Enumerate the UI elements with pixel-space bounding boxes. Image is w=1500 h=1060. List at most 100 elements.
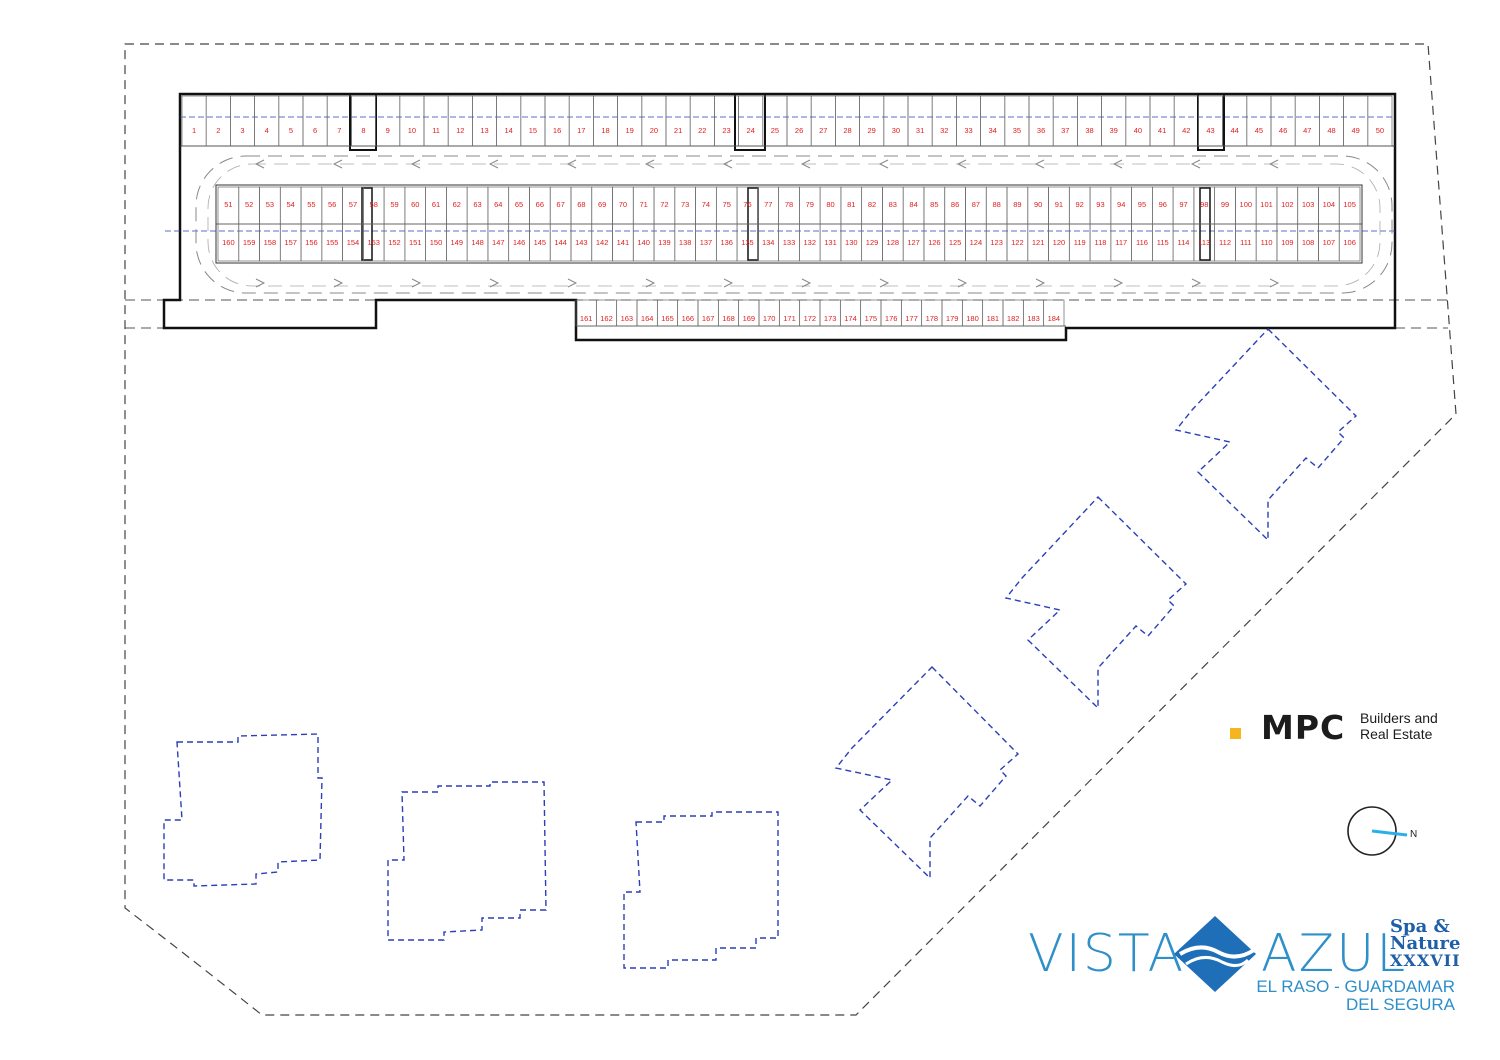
parking-space-number: 158 (264, 238, 277, 247)
wave-diamond-icon (1174, 916, 1256, 992)
mpc-square-icon (1230, 728, 1241, 739)
parking-space (278, 95, 304, 147)
parking-space-number: 57 (349, 200, 357, 209)
parking-space-number: 28 (843, 126, 851, 135)
parking-space-number: 18 (601, 126, 609, 135)
parking-space-number: 177 (905, 314, 918, 323)
parking-space (738, 95, 764, 147)
parking-space-number: 59 (390, 200, 398, 209)
mpc-logo: MPC Builders and Real Estate (1228, 706, 1468, 756)
parking-space (1149, 95, 1175, 147)
parking-space (1052, 95, 1078, 147)
parking-space-number: 143 (575, 238, 588, 247)
mpc-wordmark: MPC (1261, 708, 1346, 747)
direction-arrow-icon (410, 159, 421, 169)
parking-space-number: 178 (926, 314, 939, 323)
parking-space-number: 146 (513, 238, 526, 247)
parking-space-number: 124 (970, 238, 983, 247)
parking-space-number: 164 (641, 314, 654, 323)
parking-space-number: 69 (598, 200, 606, 209)
parking-space (931, 95, 957, 147)
parking-space-number: 112 (1219, 238, 1231, 247)
parking-space-number: 33 (964, 126, 972, 135)
parking-space-number: 173 (824, 314, 837, 323)
parking-space-number: 182 (1007, 314, 1020, 323)
parking-space-number: 127 (907, 238, 920, 247)
location-line-1: EL RASO - GUARDAMAR (1256, 977, 1455, 996)
parking-space (544, 95, 570, 147)
parking-space-number: 159 (243, 238, 256, 247)
parking-space-number: 157 (284, 238, 297, 247)
parking-space-number: 72 (660, 200, 668, 209)
parking-space-number: 160 (222, 238, 235, 247)
parking-space-number: 128 (887, 238, 900, 247)
parking-space-number: 21 (674, 126, 682, 135)
parking-space-number: 84 (909, 200, 917, 209)
parking-space-number: 82 (868, 200, 876, 209)
direction-arrow-icon (1034, 159, 1045, 169)
direction-arrow-icon (567, 278, 578, 288)
logo-spa-line: Spa & (1390, 916, 1450, 937)
parking-space (617, 95, 643, 147)
parking-space-number: 50 (1376, 126, 1384, 135)
parking-space-number: 19 (626, 126, 634, 135)
parking-space-number: 6 (313, 126, 317, 135)
parking-space-number: 88 (992, 200, 1000, 209)
parking-space-number: 9 (386, 126, 390, 135)
direction-arrow-icon (723, 278, 734, 288)
mpc-tagline-line-2: Real Estate (1360, 726, 1433, 742)
parking-space-number: 90 (1034, 200, 1042, 209)
parking-space-number: 71 (639, 200, 647, 209)
building-footprint (1174, 327, 1358, 542)
parking-space (351, 95, 376, 147)
direction-arrow-icon (1190, 159, 1201, 169)
direction-arrow-icon (801, 278, 812, 288)
parking-space-number: 183 (1027, 314, 1040, 323)
parking-space-number: 34 (989, 126, 997, 135)
direction-arrow-icon (332, 159, 343, 169)
parking-space-number: 92 (1076, 200, 1084, 209)
parking-space (1004, 95, 1030, 147)
parking-space-number: 23 (722, 126, 730, 135)
parking-space (472, 95, 497, 147)
parking-space-number: 63 (473, 200, 481, 209)
parking-space-number: 168 (722, 314, 735, 323)
parking-space-number: 89 (1013, 200, 1021, 209)
parking-space-number: 135 (741, 238, 754, 247)
parking-space (1077, 95, 1102, 147)
parking-space-number: 29 (868, 126, 876, 135)
parking-space-number: 104 (1323, 200, 1336, 209)
parking-space-number: 123 (990, 238, 1003, 247)
parking-space-number: 155 (326, 238, 339, 247)
parking-space-number: 153 (367, 238, 380, 247)
parking-space-number: 27 (819, 126, 827, 135)
parking-space-number: 131 (824, 238, 837, 247)
parking-space-number: 126 (928, 238, 941, 247)
parking-space (665, 95, 691, 147)
building-footprint (387, 781, 547, 941)
parking-space (762, 95, 788, 147)
parking-space-number: 44 (1231, 126, 1239, 135)
parking-space-number: 150 (430, 238, 443, 247)
parking-space (883, 95, 909, 147)
parking-space-number: 40 (1134, 126, 1142, 135)
parking-space-number: 138 (679, 238, 692, 247)
parking-space (326, 95, 352, 147)
parking-space (496, 95, 522, 147)
parking-space-number: 154 (347, 238, 360, 247)
parking-space-number: 122 (1011, 238, 1024, 247)
direction-arrow-icon (1113, 278, 1124, 288)
parking-space-number: 26 (795, 126, 803, 135)
site-boundary (124, 43, 1457, 1016)
direction-arrow-icon (1268, 159, 1279, 169)
parking-space (520, 95, 546, 147)
parking-space-number: 119 (1074, 238, 1086, 247)
parking-space-number: 140 (637, 238, 650, 247)
parking-space-number: 55 (307, 200, 315, 209)
parking-space-number: 14 (505, 126, 513, 135)
parking-space-number: 141 (617, 238, 630, 247)
parking-space (1198, 95, 1223, 147)
parking-space-number: 156 (305, 238, 318, 247)
parking-space (1246, 95, 1272, 147)
